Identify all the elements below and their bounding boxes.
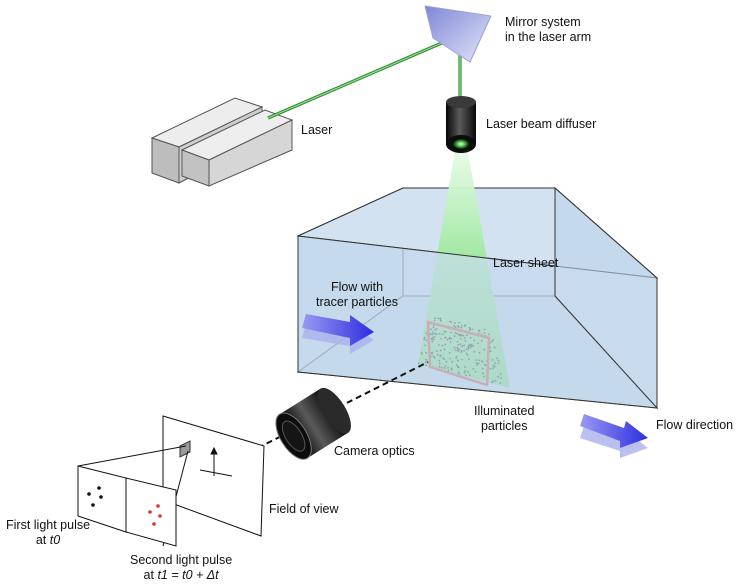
label-second-pulse-time: t1 = t0 + Δt <box>157 568 219 582</box>
label-flow-tracer-line1: Flow with <box>330 280 384 294</box>
label-laser-sheet: Laser sheet <box>493 256 559 270</box>
label-flow-tracer-line2: tracer particles <box>316 295 398 309</box>
label-illuminated: Illuminated particles <box>474 404 534 434</box>
label-field-of-view: Field of view <box>269 502 339 516</box>
first-pulse-particles <box>87 486 103 507</box>
label-mirror-line2: in the laser arm <box>505 30 592 44</box>
label-first-pulse-line1: First light pulse <box>6 518 91 532</box>
label-flow-tracer: Flow with tracer particles <box>316 280 398 310</box>
laser-beam-diffuser <box>446 96 476 153</box>
label-second-pulse-at: at <box>143 568 154 582</box>
label-mirror-line1: Mirror system <box>505 15 581 29</box>
label-first-pulse: First light pulse at t0 <box>6 518 90 548</box>
fov-axes <box>199 446 233 477</box>
mirror <box>424 5 492 63</box>
label-illuminated-line2: particles <box>480 419 528 433</box>
laser-beam <box>267 34 462 120</box>
tank-right-face <box>554 186 658 410</box>
flow-direction-arrow <box>580 414 648 458</box>
camera-optics <box>275 387 351 460</box>
label-flow-direction: Flow direction <box>656 418 734 432</box>
label-first-pulse-at: at <box>35 533 47 547</box>
flow-in-arrow <box>302 314 374 354</box>
fov-projection-line-1 <box>77 445 187 467</box>
label-laser: Laser <box>301 123 333 137</box>
label-illuminated-line1: Illuminated <box>474 404 535 418</box>
label-mirror: Mirror system in the laser arm <box>505 15 591 45</box>
label-first-pulse-time: t0 <box>49 533 61 547</box>
label-camera-optics: Camera optics <box>334 444 415 458</box>
diffuser-glow <box>453 139 469 149</box>
label-diffuser: Laser beam diffuser <box>486 117 597 131</box>
second-pulse-particles <box>148 504 162 526</box>
label-second-pulse: Second light pulse at t1 = t0 + Δt <box>130 553 232 583</box>
laser-body <box>150 97 294 187</box>
label-second-pulse-line1: Second light pulse <box>130 553 233 567</box>
